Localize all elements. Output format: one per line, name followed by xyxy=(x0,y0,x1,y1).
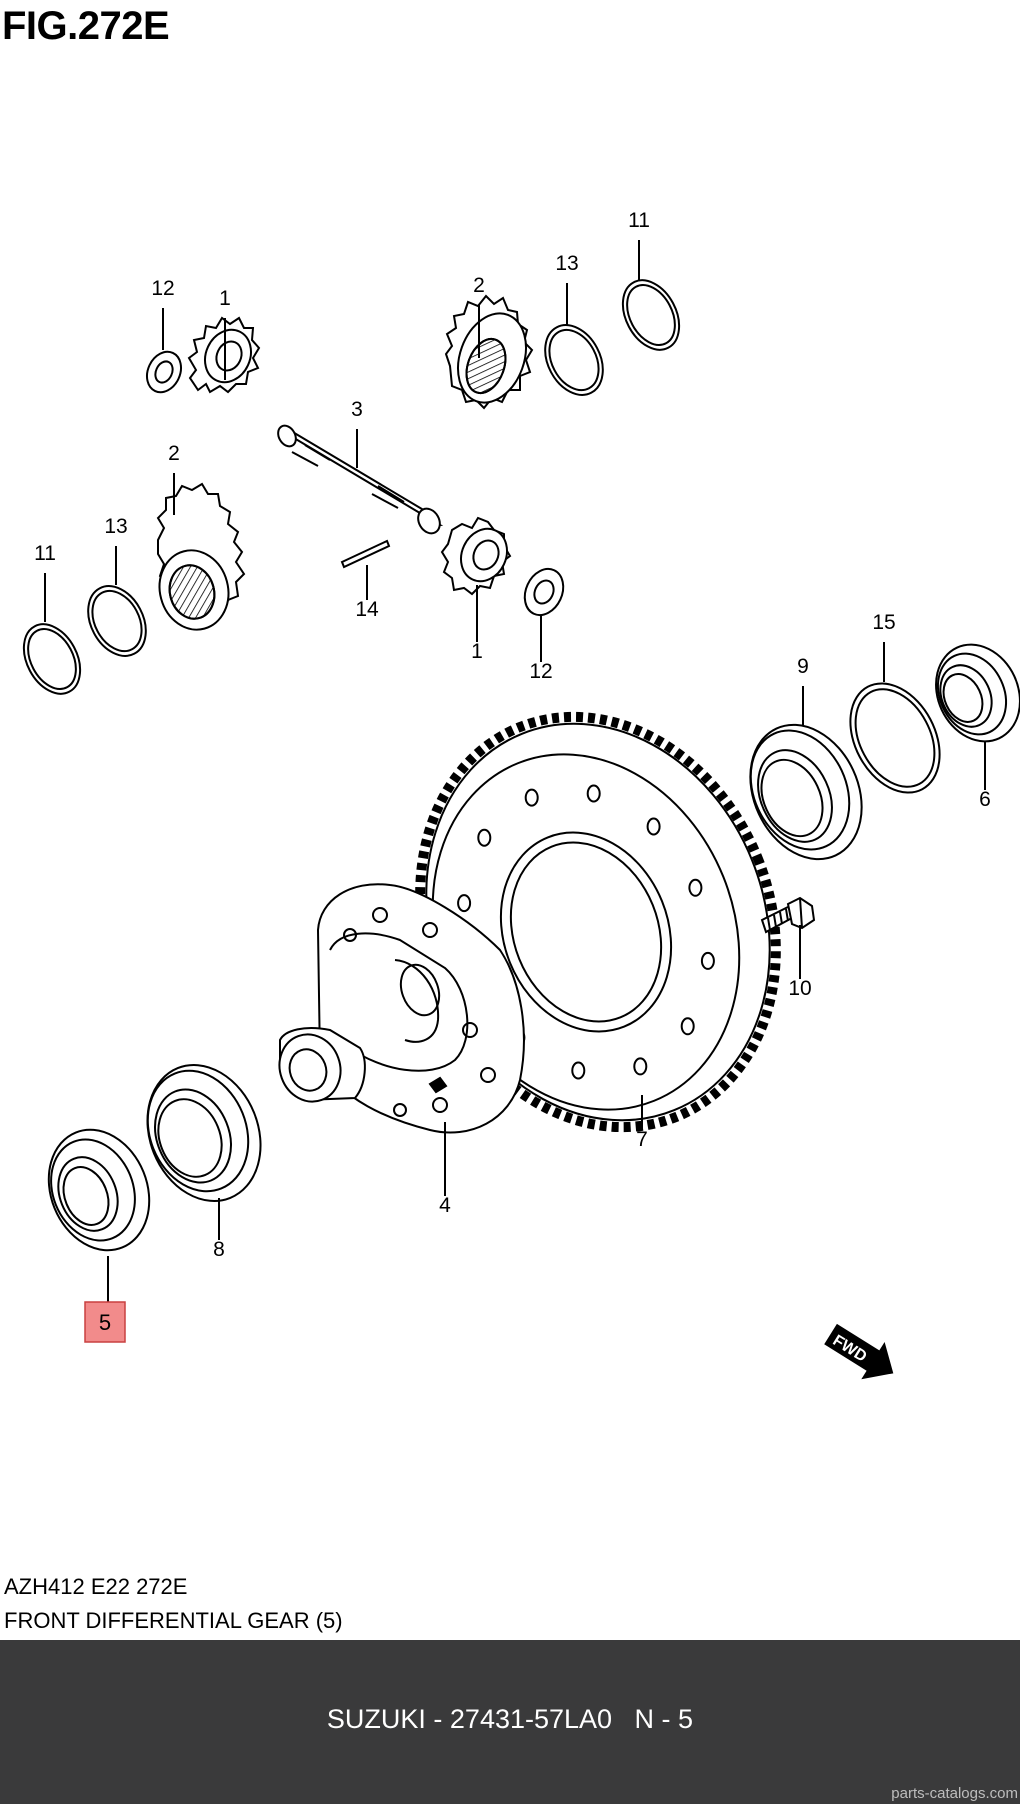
bolt-hole xyxy=(646,817,661,836)
callout-label-13: 13 xyxy=(555,252,578,275)
bolt-hole xyxy=(633,1057,648,1076)
bolt-hole xyxy=(524,788,539,807)
callout-label-2: 2 xyxy=(473,274,485,297)
callout-label-11: 11 xyxy=(628,209,650,232)
highlighted-part-box[interactable] xyxy=(84,1301,126,1343)
shim-ring-part xyxy=(87,585,147,657)
bolt-hole xyxy=(680,1017,695,1036)
part-number-footer: SUZUKI - 27431-57LA0 N - 5 xyxy=(326,1704,694,1734)
differential-case-part xyxy=(278,883,525,1134)
bolt-hole xyxy=(571,1061,586,1080)
bolt-hole xyxy=(688,878,703,897)
callout-label-15: 15 xyxy=(872,611,895,634)
callout-label-13: 13 xyxy=(104,515,127,538)
snap-ring-part xyxy=(621,279,681,351)
callout-label-3: 3 xyxy=(351,398,363,421)
bolt-hole xyxy=(477,828,492,847)
diagram-description: FRONT DIFFERENTIAL GEAR (5) xyxy=(4,1608,343,1633)
callout-label-9: 9 xyxy=(797,655,809,678)
bolt-hole xyxy=(457,894,472,913)
shim-ring-part xyxy=(849,682,941,794)
callout-label-12: 12 xyxy=(151,277,174,300)
footer-bar: SUZUKI - 27431-57LA0 N - 5 parts-catalog… xyxy=(0,1640,1020,1804)
callout-label-1: 1 xyxy=(471,640,483,663)
bolt-hole xyxy=(700,951,715,970)
lock-pin-part xyxy=(340,539,391,569)
diagram-code: AZH412 E22 272E xyxy=(4,1574,188,1599)
shim-ring-part xyxy=(544,324,604,396)
callout-label-8: 8 xyxy=(213,1238,225,1261)
pinion-gear-part xyxy=(440,516,512,596)
oil-seal-part xyxy=(47,1128,151,1252)
pinion-shaft-part xyxy=(277,424,444,535)
snap-ring-part xyxy=(22,623,82,695)
callout-label-2: 2 xyxy=(168,442,180,465)
callout-label-7: 7 xyxy=(636,1128,648,1151)
callout-label-1: 1 xyxy=(219,287,231,310)
bearing-part xyxy=(749,723,863,861)
callout-label-5[interactable]: 5 xyxy=(99,1310,111,1335)
callout-label-4: 4 xyxy=(439,1194,451,1217)
bolt-part xyxy=(760,896,816,934)
thrust-washer-part xyxy=(145,350,183,394)
bearing-part xyxy=(146,1064,262,1202)
oil-seal-part xyxy=(935,643,1020,743)
forward-direction-arrow-icon: FWD xyxy=(824,1323,894,1380)
watermark: parts-catalogs.com xyxy=(891,1785,1018,1802)
callout-label-11: 11 xyxy=(34,542,56,565)
callout-label-6: 6 xyxy=(979,788,991,811)
bolt-hole xyxy=(586,784,601,803)
side-gear-part xyxy=(156,482,246,631)
thrust-washer-part xyxy=(523,567,565,617)
side-gear-part xyxy=(444,294,534,410)
callout-label-14: 14 xyxy=(355,598,379,621)
callout-label-10: 10 xyxy=(788,977,811,1000)
figure-title: FIG.272E xyxy=(2,4,170,48)
callout-label-12: 12 xyxy=(529,660,552,683)
